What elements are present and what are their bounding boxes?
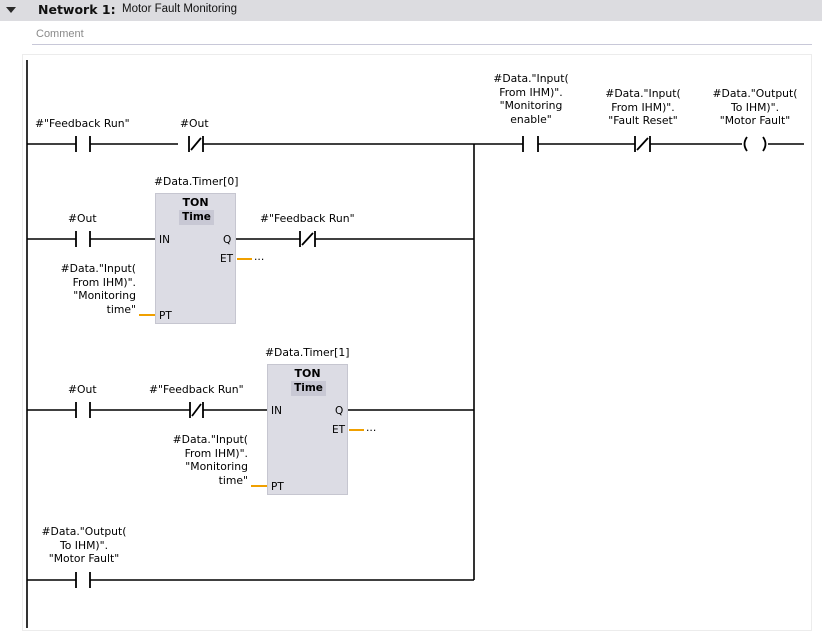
collapse-arrow-icon[interactable] (6, 7, 16, 13)
r3-et-value[interactable]: ... (366, 421, 377, 434)
r2-pin-q: Q (223, 234, 232, 246)
r2-timer-type: TON (182, 196, 209, 209)
r3-contact-nc-feedback-run (189, 402, 204, 418)
r3-timer-instance[interactable]: #Data.Timer[1] (265, 346, 350, 359)
r4-contact-no-motor-fault (75, 572, 91, 588)
r1-contact-nc-fault-reset (634, 136, 651, 152)
network-name[interactable]: Motor Fault Monitoring (122, 3, 238, 15)
r2-timer-instance[interactable]: #Data.Timer[0] (154, 175, 239, 188)
r2-contact-nc-feedback-run (299, 231, 316, 247)
r1-contact2-operand[interactable]: #Out (180, 117, 209, 130)
r3-timer-sub: Time (291, 381, 326, 396)
r2-et-value[interactable]: ... (254, 250, 265, 263)
network-comment-field[interactable]: Comment (32, 23, 812, 45)
r4-contact1-operand[interactable]: #Data."Output( To IHM)". "Motor Fault" (41, 525, 127, 566)
r3-contact1-operand[interactable]: #Out (68, 383, 97, 396)
r3-pt-operand[interactable]: #Data."Input( From IHM)". "Monitoring ti… (172, 433, 248, 487)
r1-contact-no-feedback-run (75, 136, 91, 152)
r2-contact2-operand[interactable]: #"Feedback Run" (260, 212, 355, 225)
r1-contact-no-monitoring-enable (522, 136, 539, 152)
r1-coil-operand[interactable]: #Data."Output( To IHM)". "Motor Fault" (712, 87, 798, 128)
r1-contact1-operand[interactable]: #"Feedback Run" (35, 117, 130, 130)
r3-ton-timer-block[interactable]: TON Time IN Q ET PT (267, 364, 348, 495)
r2-contact-no-out (75, 231, 91, 247)
r1-coil-motor-fault (743, 136, 767, 152)
r3-pin-et: ET (332, 424, 346, 436)
r2-pt-operand[interactable]: #Data."Input( From IHM)". "Monitoring ti… (60, 262, 136, 316)
r3-timer-type: TON (294, 367, 321, 380)
r1-contact-nc-out (188, 136, 204, 152)
r3-pin-in: IN (271, 405, 282, 417)
r3-pin-pt: PT (271, 481, 284, 493)
network-header: Network 1: Motor Fault Monitoring (0, 0, 822, 21)
r1-contact4-operand[interactable]: #Data."Input( From IHM)". "Fault Reset" (605, 87, 681, 128)
network-title: Network 1: (38, 2, 116, 17)
r2-ton-timer-block[interactable]: TON Time IN Q ET PT (155, 193, 236, 324)
r1-contact3-operand[interactable]: #Data."Input( From IHM)". "Monitoring en… (493, 72, 569, 126)
r3-contact-no-out (75, 402, 91, 418)
r2-contact1-operand[interactable]: #Out (68, 212, 97, 225)
r2-pin-et: ET (220, 253, 234, 265)
r2-pin-pt: PT (159, 310, 172, 322)
r3-contact2-operand[interactable]: #"Feedback Run" (149, 383, 244, 396)
ladder-area (22, 54, 812, 631)
r3-pin-q: Q (335, 405, 344, 417)
r2-timer-sub: Time (179, 210, 214, 225)
r2-pin-in: IN (159, 234, 170, 246)
